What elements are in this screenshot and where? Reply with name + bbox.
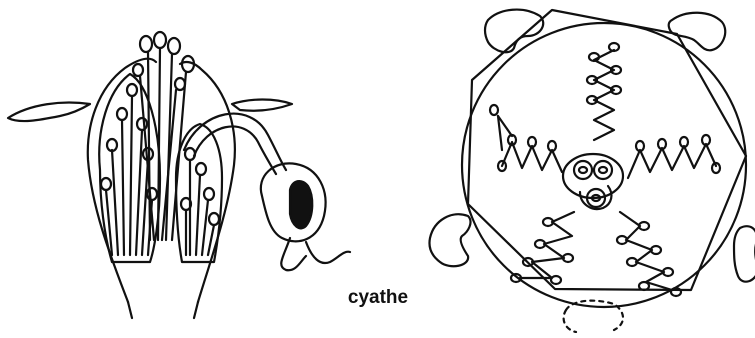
gland-right [734, 226, 755, 281]
male-cyme-top [587, 43, 621, 140]
diagram-label: cyathe [338, 287, 418, 309]
right-bract [232, 100, 292, 111]
male-cyme-left [490, 105, 562, 172]
gland-bottom-dashed [564, 301, 623, 332]
gland-left [429, 214, 470, 266]
male-cyme-bottom-left [511, 212, 574, 284]
gland-top-right [669, 13, 726, 51]
ovule [290, 181, 312, 228]
male-cyme-bottom-right [617, 212, 681, 296]
stalk [128, 302, 198, 318]
cyathium-floral-diagram [429, 10, 755, 332]
cyathium-longitudinal-section [8, 32, 350, 318]
central-ovary [563, 154, 623, 209]
male-cyme-right [628, 135, 720, 178]
styles [281, 238, 350, 270]
involucre-outer-wall-right [180, 62, 235, 302]
gland-top-left [485, 10, 543, 53]
left-bract [8, 103, 90, 122]
male-flowers-right [181, 148, 219, 255]
